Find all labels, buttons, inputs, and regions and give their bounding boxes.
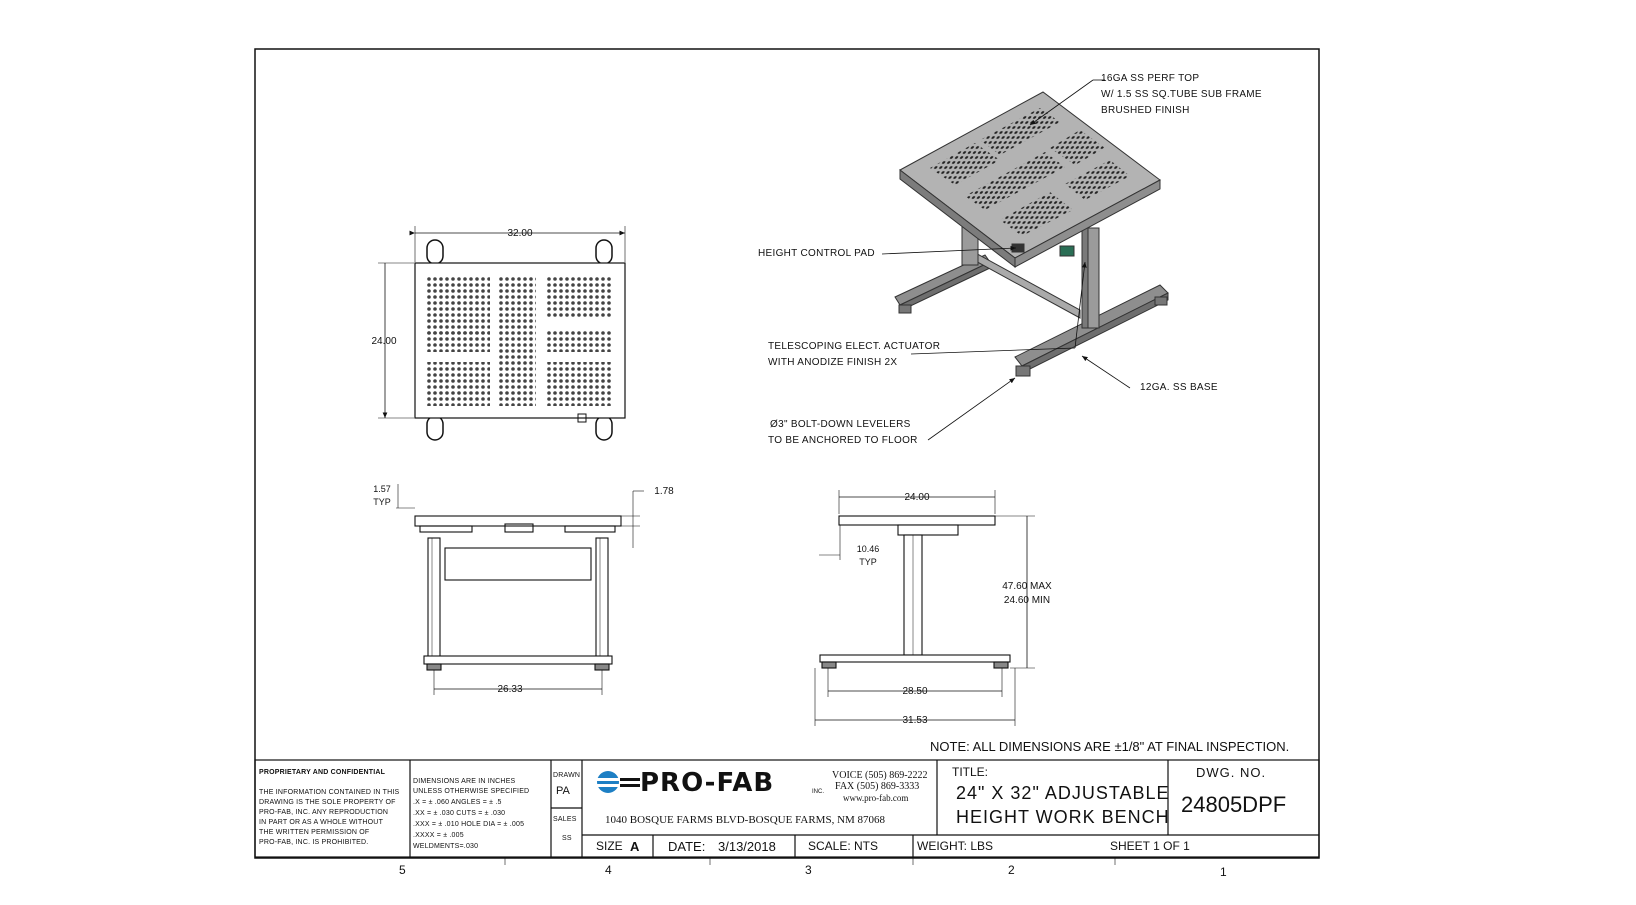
drawn-label: DRAWN	[553, 772, 581, 779]
weight: WEIGHT: LBS	[917, 839, 994, 853]
sheet-number: SHEET 1 OF 1	[1110, 839, 1190, 853]
callout-actuator-2: WITH ANODIZE FINISH 2X	[768, 357, 898, 368]
proprietary-line-4: IN PART OR AS A WHOLE WITHOUT	[259, 819, 384, 826]
company-address: 1040 BOSQUE FARMS BLVD-BOSQUE FARMS, NM …	[605, 814, 886, 826]
voice-number: VOICE (505) 869-2222	[832, 770, 928, 781]
callout-levelers-2: TO BE ANCHORED TO FLOOR	[768, 435, 918, 446]
tolerance-line-7: WELDMENTS=.030	[413, 843, 479, 850]
zone-4: 4	[605, 863, 612, 877]
dim-top-depth: 24.00	[371, 336, 396, 347]
proprietary-line-5: THE WRITTEN PERMISSION OF	[259, 829, 370, 836]
dim-base-inner: 28.50	[902, 686, 927, 697]
tolerance-line-1: DIMENSIONS ARE IN INCHES	[413, 778, 516, 785]
callout-perf-top-2: W/ 1.5 SS SQ.TUBE SUB FRAME	[1101, 89, 1262, 100]
callout-levelers-1: Ø3" BOLT-DOWN LEVELERS	[770, 419, 911, 430]
sales-value: SS	[562, 835, 572, 842]
callout-perf-top-3: BRUSHED FINISH	[1101, 105, 1190, 116]
tolerance-line-2: UNLESS OTHERWISE SPECIFIED	[413, 788, 530, 795]
front-view	[396, 484, 644, 695]
callout-height-control-pad: HEIGHT CONTROL PAD	[758, 248, 875, 259]
sales-label: SALES	[553, 816, 577, 823]
proprietary-line-1: THE INFORMATION CONTAINED IN THIS	[259, 789, 400, 796]
tolerance-note: NOTE: ALL DIMENSIONS ARE ±1/8" AT FINAL …	[930, 739, 1290, 754]
dim-front-edge-typ: TYP	[373, 497, 391, 507]
proprietary-line-2: DRAWING IS THE SOLE PROPERTY OF	[259, 799, 396, 806]
dim-height-min: 24.60 MIN	[1004, 595, 1050, 606]
proprietary-line-3: PRO-FAB, INC. ANY REPRODUCTION	[259, 809, 389, 816]
dim-side-offset: 10.46	[857, 544, 880, 554]
callout-actuator-1: TELESCOPING ELECT. ACTUATOR	[768, 341, 941, 352]
side-view	[814, 490, 1035, 726]
isometric-view	[894, 91, 1169, 377]
dim-front-top: 1.78	[654, 486, 674, 497]
dim-side-offset-typ: TYP	[859, 557, 877, 567]
dwg-no-label: DWG. NO.	[1196, 765, 1267, 780]
drawn-value: PA	[556, 785, 570, 797]
drawing-title-1: 24" X 32" ADJUSTABLE	[956, 783, 1170, 803]
dim-side-depth: 24.00	[904, 492, 929, 503]
zone-1: 1	[1220, 865, 1227, 879]
website: www.pro-fab.com	[843, 793, 909, 803]
dwg-no-value: 24805DPF	[1181, 792, 1287, 817]
zone-5: 5	[399, 863, 406, 877]
tolerance-line-5: .XXX = ± .010 HOLE DIA = ± .005	[413, 821, 525, 828]
proprietary-title: PROPRIETARY AND CONFIDENTIAL	[259, 769, 386, 776]
callout-base: 12GA. SS BASE	[1140, 382, 1218, 393]
title-block-frame	[254, 759, 1320, 858]
title-label: TITLE:	[952, 765, 989, 779]
date-value: 3/13/2018	[718, 839, 776, 854]
callout-perf-top-1: 16GA SS PERF TOP	[1101, 73, 1200, 84]
dim-front-edge: 1.57	[373, 484, 391, 494]
zone-3: 3	[805, 863, 812, 877]
dim-top-width: 32.00	[507, 228, 532, 239]
sheet-border	[254, 48, 1320, 859]
top-view	[378, 226, 626, 441]
dim-height-max: 47.60 MAX	[1002, 581, 1052, 592]
logo-text: PRO-FAB	[640, 768, 775, 798]
dim-leg-span: 26.33	[497, 684, 522, 695]
tolerance-line-3: .X = ± .060 ANGLES = ± .5	[413, 799, 502, 806]
dim-base-outer: 31.53	[902, 715, 927, 726]
logo-inc: INC.	[812, 789, 824, 795]
fax-number: FAX (505) 869-3333	[835, 781, 920, 792]
size-value: A	[630, 839, 640, 854]
date-label: DATE:	[668, 839, 706, 854]
zone-ticks	[504, 857, 1116, 865]
drawing-title-2: HEIGHT WORK BENCH	[956, 807, 1170, 827]
pro-fab-logo-mark	[597, 771, 640, 793]
tolerance-line-4: .XX = ± .030 CUTS = ± .030	[413, 810, 506, 817]
proprietary-line-6: PRO-FAB, INC. IS PROHIBITED.	[259, 839, 369, 846]
leader-lines	[881, 79, 1131, 441]
scale: SCALE: NTS	[808, 839, 879, 853]
size-label: SIZE	[596, 839, 623, 853]
tolerance-line-6: .XXXX = ± .005	[413, 832, 464, 839]
zone-2: 2	[1008, 863, 1015, 877]
